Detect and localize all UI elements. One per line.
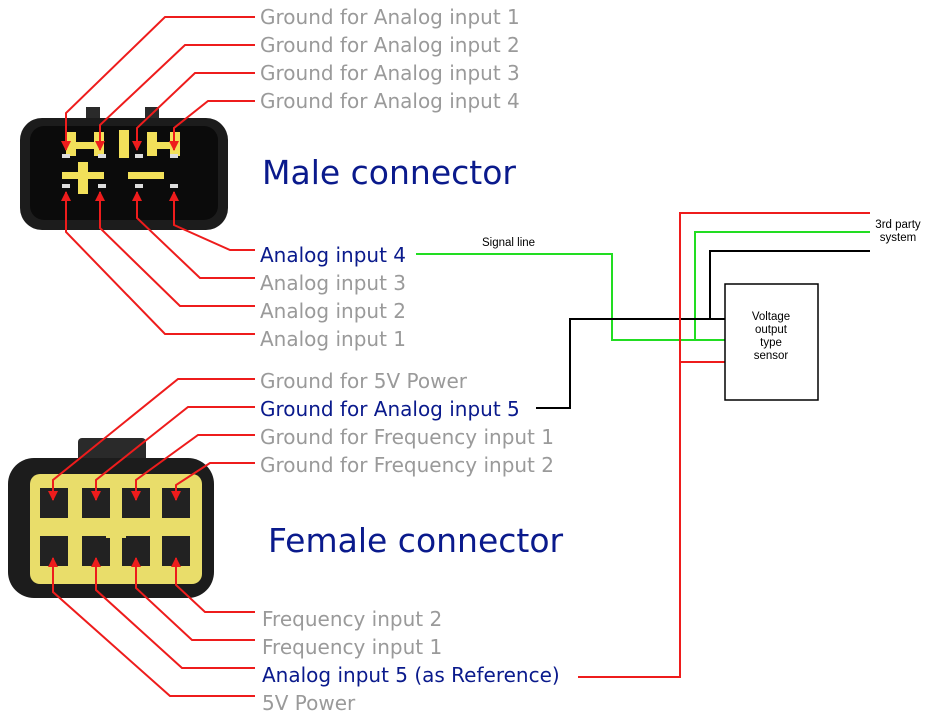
female-connector-image: [8, 438, 214, 598]
sensor-label: Voltage: [752, 311, 790, 323]
signal-line-wire: [416, 253, 725, 341]
reference-to-third-party-wire: [679, 212, 870, 362]
sensor-label: type: [760, 337, 782, 349]
female-top-wires: [48, 378, 255, 501]
male-top-labels: Ground for Analog input 1 Ground for Ana…: [260, 5, 520, 113]
male-connector-title: Male connector: [262, 153, 516, 192]
male-bottom-label: Analog input 4: [260, 243, 406, 267]
male-top-label: Ground for Analog input 3: [260, 61, 520, 85]
male-bottom-labels: Analog input 4 Analog input 3 Analog inp…: [260, 243, 406, 351]
signal-to-third-party-wire: [694, 231, 870, 340]
female-connector-title: Female connector: [268, 521, 564, 560]
female-top-label: Ground for 5V Power: [260, 369, 468, 393]
female-top-labels: Ground for 5V Power Ground for Analog in…: [260, 369, 554, 477]
sensor-label: sensor: [754, 350, 789, 362]
sensor-box: [724, 283, 819, 401]
ground-to-third-party-wire: [709, 250, 870, 319]
male-bottom-label: Analog input 2: [260, 299, 406, 323]
male-bottom-wires: [61, 191, 255, 335]
male-top-label: Ground for Analog input 4: [260, 89, 520, 113]
female-bottom-labels: Frequency input 2 Frequency input 1 Anal…: [262, 607, 560, 715]
male-bottom-label: Analog input 1: [260, 327, 406, 351]
ground-wire: [536, 318, 725, 409]
female-top-label: Ground for Frequency input 1: [260, 425, 554, 449]
male-top-label: Ground for Analog input 1: [260, 5, 520, 29]
female-top-label: Ground for Analog input 5: [260, 397, 520, 421]
female-bottom-label: 5V Power: [262, 691, 356, 715]
female-top-label: Ground for Frequency input 2: [260, 453, 554, 477]
third-party-label: system: [880, 232, 916, 244]
third-party-label: 3rd party: [875, 219, 921, 231]
male-top-wires: [61, 16, 255, 151]
female-bottom-label: Analog input 5 (as Reference): [262, 663, 560, 687]
female-bottom-label: Frequency input 1: [262, 635, 442, 659]
female-bottom-label: Frequency input 2: [262, 607, 442, 631]
reference-wire: [578, 361, 725, 678]
male-connector-image: [20, 107, 228, 230]
male-top-label: Ground for Analog input 2: [260, 33, 520, 57]
sensor-label: output: [755, 324, 788, 336]
signal-line-label: Signal line: [482, 237, 535, 249]
female-bottom-wires: [48, 557, 255, 697]
male-bottom-label: Analog input 3: [260, 271, 406, 295]
